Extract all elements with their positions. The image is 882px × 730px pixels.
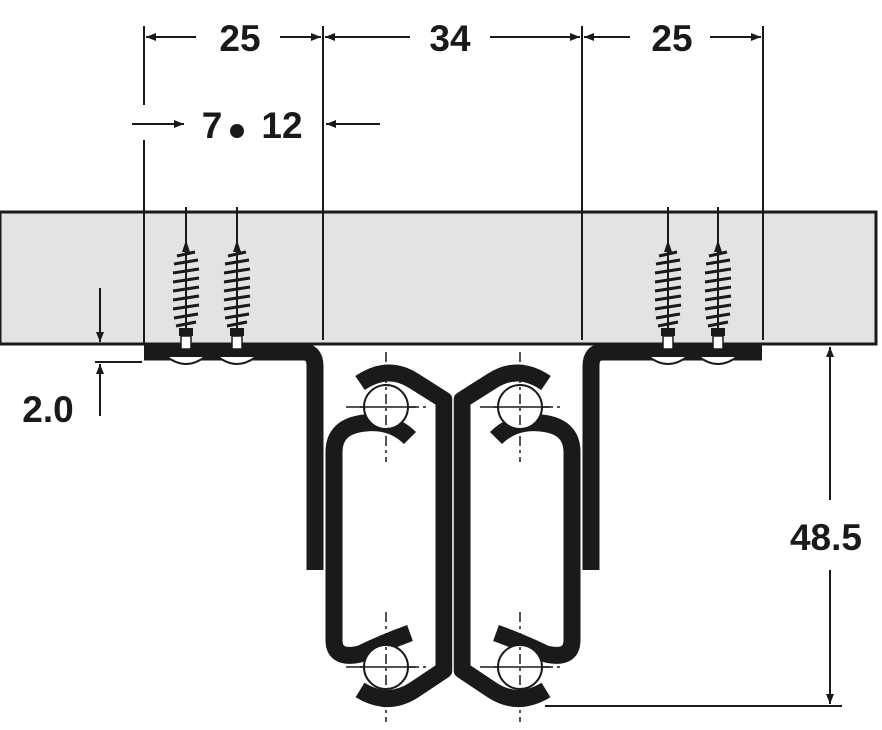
rail-profile	[144, 352, 762, 699]
dimension-screw-offset-2: 12	[261, 105, 302, 146]
flange-thickness-dimension	[95, 288, 142, 416]
screw-offset-dimension	[132, 120, 380, 138]
dimension-left-spacing: 25	[219, 18, 260, 59]
dimension-center-spacing: 34	[429, 18, 471, 59]
extension-lines	[143, 26, 764, 344]
cabinet-panel	[0, 210, 878, 346]
dimension-rail-height: 48.5	[790, 517, 862, 558]
rail-height-dimension	[545, 347, 842, 707]
dimension-flange-thickness: 2.0	[22, 389, 73, 430]
dimension-right-spacing: 25	[651, 18, 692, 59]
dimension-screw-offset-1: 7	[202, 105, 223, 146]
